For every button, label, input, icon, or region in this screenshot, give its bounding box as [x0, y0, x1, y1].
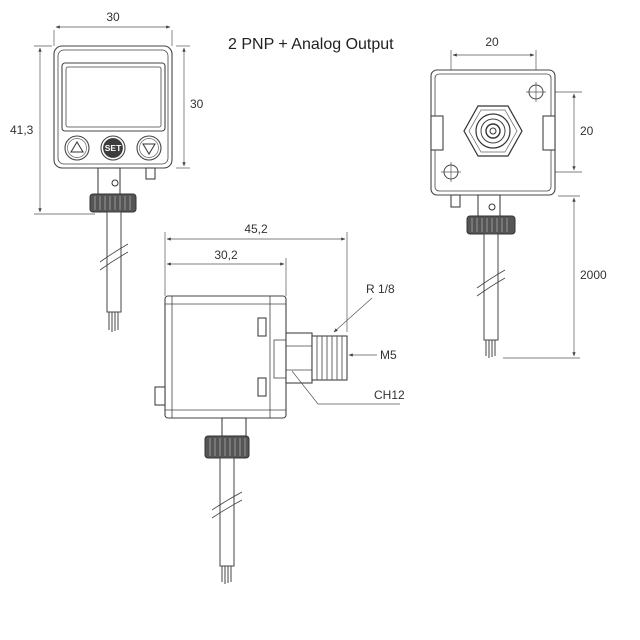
set-button-label: SET	[105, 143, 122, 153]
side-threaded-fitting	[311, 335, 348, 381]
rear-view: 20 20 2000	[430, 35, 607, 359]
thread-label: R 1/8	[366, 282, 395, 296]
rear-clip-left	[430, 115, 444, 151]
side-overall-label: 45,2	[244, 222, 268, 236]
front-width-label: 30	[106, 10, 120, 24]
side-view: 45,2 30,2	[154, 222, 405, 584]
front-connector-nut	[89, 193, 137, 213]
side-hex-nut	[285, 332, 313, 384]
rear-stub	[450, 194, 461, 208]
rear-pressure-port	[463, 105, 523, 157]
rear-connector-nut	[466, 215, 516, 235]
side-connector-nut	[204, 435, 250, 459]
rear-clip-right	[542, 115, 556, 151]
side-clip-top	[257, 317, 267, 337]
port-annotation: M5	[348, 348, 397, 362]
front-height-label: 41,3	[10, 123, 34, 137]
side-body-dimension: 30,2	[166, 248, 287, 296]
port-label: M5	[380, 348, 397, 362]
mounting-hole-top-right	[526, 82, 546, 102]
wrench-label: CH12	[374, 388, 405, 402]
rear-cable-length-label: 2000	[580, 268, 607, 282]
front-stub	[145, 167, 156, 180]
front-height-dimension: 41,3	[10, 45, 95, 215]
front-side-dimension: 30	[176, 45, 204, 169]
thread-annotation: R 1/8	[333, 282, 395, 333]
down-button	[136, 135, 162, 161]
front-view: 30 41,3 30 SET	[10, 10, 204, 332]
front-width-dimension: 30	[53, 10, 173, 46]
rear-h-spacing-label: 20	[485, 35, 499, 49]
side-clip-bottom	[257, 377, 267, 397]
up-arrow-icon	[70, 141, 84, 153]
drawing-title: 2 PNP + Analog Output	[228, 36, 394, 53]
front-side-label: 30	[190, 97, 204, 111]
rear-cable-dimension: 2000	[503, 195, 607, 359]
down-arrow-icon	[142, 143, 156, 155]
rear-cable	[483, 233, 499, 341]
up-button	[64, 135, 90, 161]
mounting-hole-bottom-left	[441, 162, 461, 182]
side-body-label: 30,2	[214, 248, 238, 262]
side-stub	[154, 386, 166, 406]
sensor-side-body	[164, 295, 287, 419]
side-connector	[221, 417, 247, 437]
side-cable	[219, 457, 235, 567]
side-overall-dimension: 45,2	[164, 222, 348, 332]
lcd-display	[61, 62, 166, 132]
rear-v-spacing-label: 20	[580, 124, 594, 138]
wrench-annotation: CH12	[291, 370, 405, 405]
front-cable	[106, 211, 122, 313]
set-button: SET	[100, 135, 126, 161]
